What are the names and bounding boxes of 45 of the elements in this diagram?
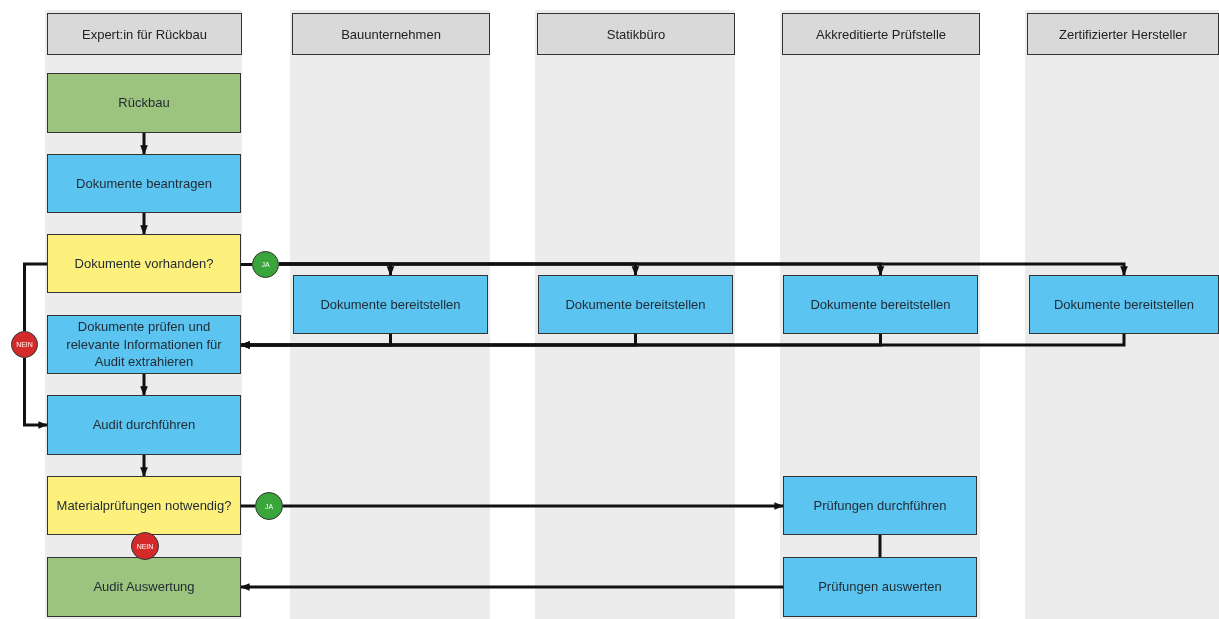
lane-title: Statikbüro	[606, 26, 666, 42]
box-label: Audit Auswertung	[93, 578, 195, 596]
connector-arrow	[140, 455, 148, 477]
yes-badge	[255, 492, 283, 520]
process-box	[293, 275, 488, 334]
box-label: Dokumente bereitstellen	[1053, 295, 1195, 314]
yes-badge	[252, 251, 279, 278]
connector-arrow	[140, 374, 148, 396]
swimlane-band	[535, 10, 735, 619]
box-label: Rückbau	[118, 94, 170, 112]
decision-box	[47, 476, 241, 535]
swimlane-band	[290, 10, 490, 619]
box-label: Dokumente vorhanden?	[74, 254, 214, 273]
process-box	[783, 557, 977, 617]
box-label: Materialprüfungen notwendig?	[56, 496, 232, 515]
connector-arrow	[140, 133, 148, 155]
decision-box	[47, 234, 241, 293]
process-box	[47, 395, 241, 455]
box-label: Dokumente beantragen	[76, 174, 212, 193]
lane-title: Zertifizierter Hersteller	[1059, 26, 1187, 42]
box-label: Dokumente bereitstellen	[565, 295, 706, 314]
connector-arrow	[140, 213, 148, 235]
box-label: Prüfungen durchführen	[813, 496, 947, 515]
process-box	[47, 557, 241, 617]
process-box	[783, 275, 978, 334]
lane-title: Expert:in für Rückbau	[82, 26, 207, 42]
box-label: Audit durchführen	[92, 416, 196, 434]
box-label: Prüfungen auswerten	[818, 578, 942, 596]
swimlane-band	[780, 10, 980, 619]
no-badge	[11, 331, 38, 358]
connector-arrow	[279, 262, 1128, 276]
process-box	[783, 476, 977, 535]
process-box	[1029, 275, 1219, 334]
process-box	[47, 154, 241, 213]
box-label: Dokumente prüfen und relevante Informationen für Audit extrahieren	[65, 318, 223, 371]
process-box	[47, 315, 241, 374]
connector-arrow	[283, 502, 784, 510]
lane-title: Bauunternehmen	[341, 26, 441, 42]
process-box	[47, 73, 241, 133]
swimlane-band	[45, 10, 242, 619]
process-box	[538, 275, 733, 334]
box-label: Dokumente bereitstellen	[320, 295, 461, 314]
swimlane-band	[1025, 10, 1219, 619]
lane-title: Akkreditierte Prüfstelle	[815, 26, 947, 42]
box-label: Dokumente bereitstellen	[810, 295, 951, 314]
